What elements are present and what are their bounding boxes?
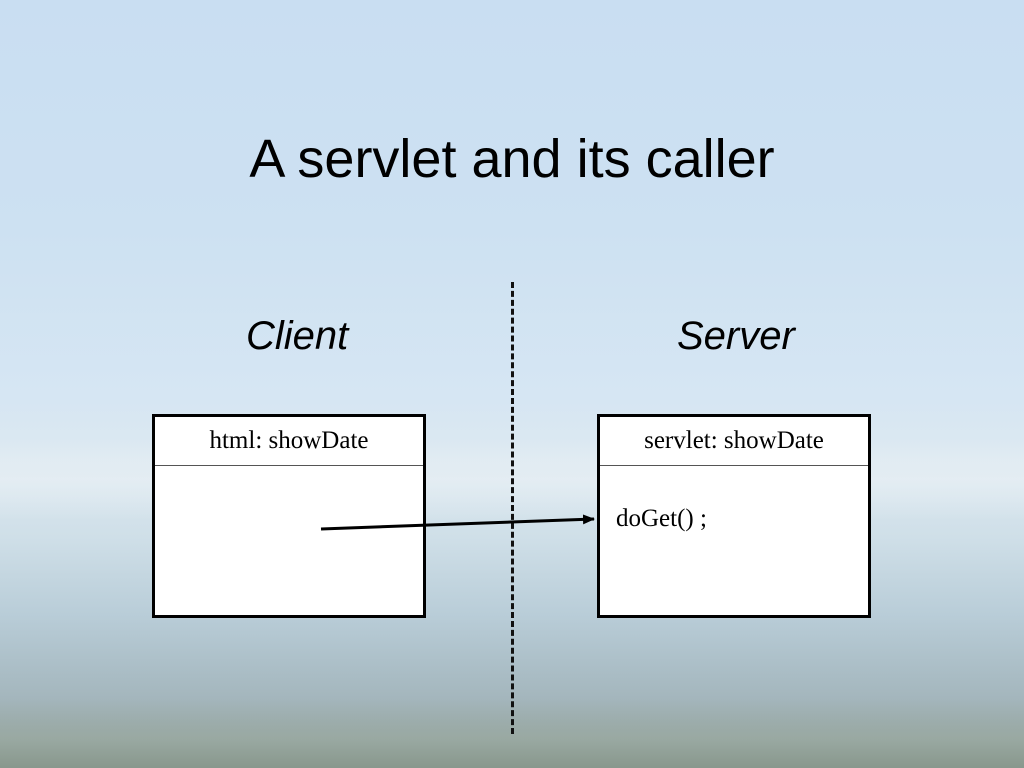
server-method-doget: doGet() ; <box>616 505 707 532</box>
client-box-header: html: showDate <box>155 417 423 466</box>
client-class-box: html: showDate <box>152 414 426 618</box>
call-arrow <box>320 514 595 531</box>
server-box-header: servlet: showDate <box>600 417 868 466</box>
server-class-box: servlet: showDate doGet() ; <box>597 414 871 618</box>
slide-title: A servlet and its caller <box>249 129 775 189</box>
server-label: Server <box>677 314 795 358</box>
client-label: Client <box>246 314 349 358</box>
client-server-divider <box>511 282 514 734</box>
